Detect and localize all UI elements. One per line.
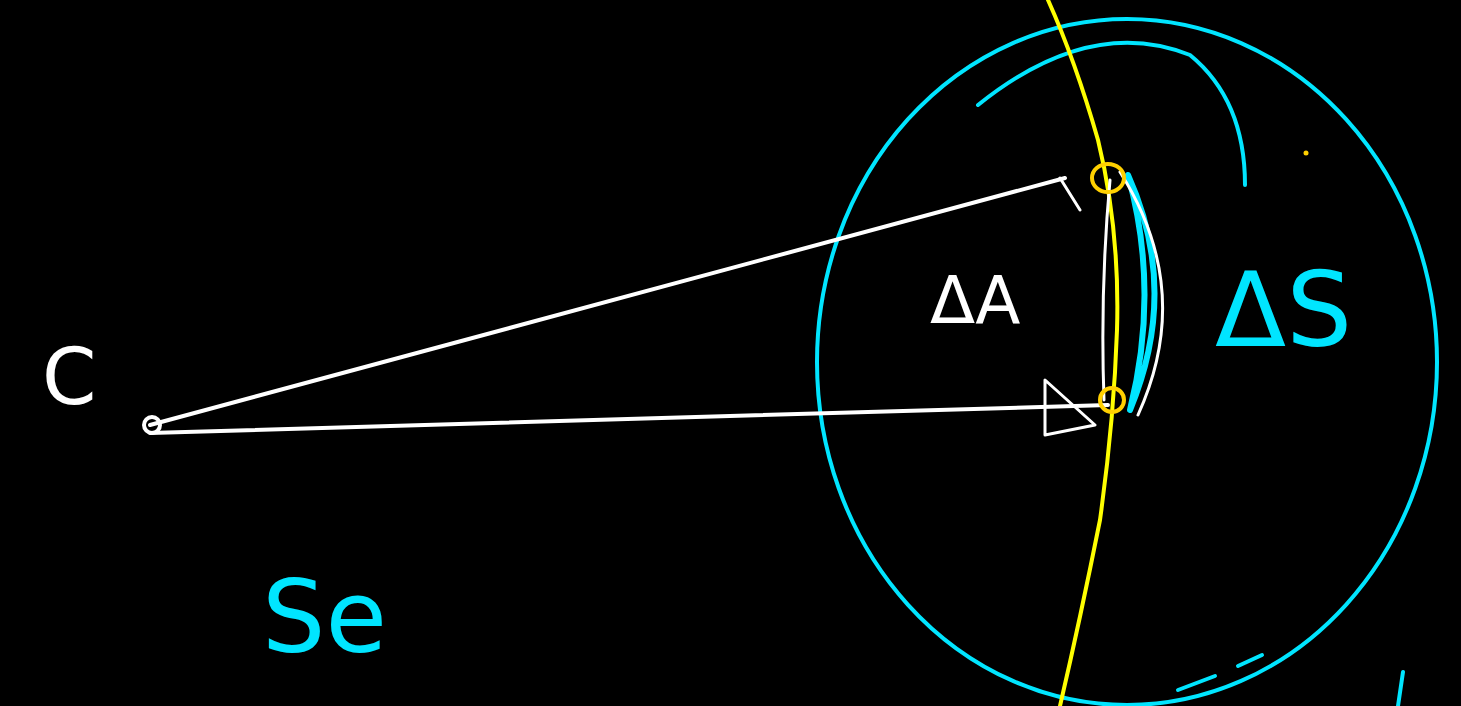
dashed-mark [1178,655,1262,690]
symbol-label: ΔS [1215,258,1352,362]
patch-corner [1092,164,1124,192]
symbol-label: Se [262,568,387,668]
point-c [144,417,160,433]
cone-line [150,405,1108,433]
cone-line [150,178,1065,425]
patch-corner [1100,388,1124,412]
yellow-curve [1048,0,1117,706]
scribble [1045,178,1095,435]
patch-outline [1103,172,1163,415]
edge-mark [1398,672,1403,706]
symbol-label: ΔA [930,268,1020,334]
sphere-outline [817,19,1437,705]
symbol-label: C [42,338,96,416]
dot [1304,151,1309,156]
